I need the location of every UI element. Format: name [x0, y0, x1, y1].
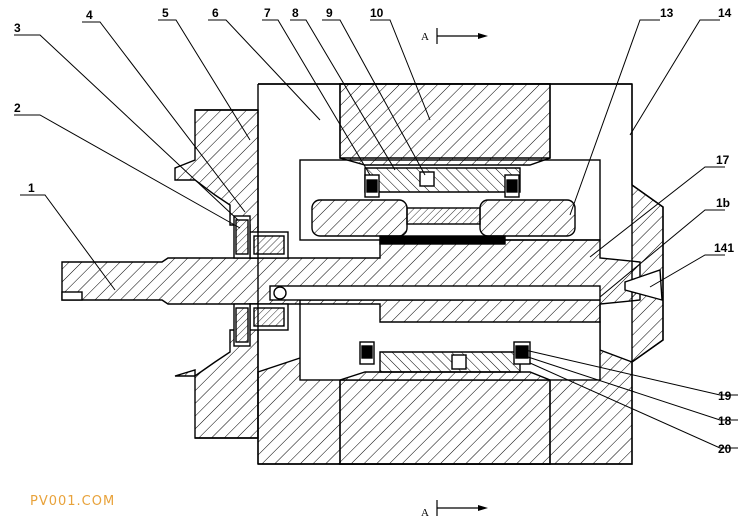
callout-14: 14 [718, 6, 732, 20]
ring-gear-lower [339, 371, 551, 465]
section-label-top: A [421, 31, 429, 43]
section-marker-top: A [421, 28, 488, 44]
callout-1: 1 [28, 181, 35, 195]
callout-20: 20 [718, 442, 732, 456]
watermark-text: PV001.COM [30, 494, 115, 509]
callout-2: 2 [14, 101, 21, 115]
callout-6: 6 [212, 6, 219, 20]
gear-upper-left [311, 199, 408, 237]
callout-3: 3 [14, 21, 21, 35]
callout-10: 10 [370, 6, 384, 20]
drive-shaft [61, 239, 641, 323]
callout-7: 7 [264, 6, 271, 20]
section-label-bottom: A [421, 507, 429, 519]
callout-19: 19 [718, 389, 732, 403]
callout-4: 4 [86, 8, 93, 22]
leader-lines [14, 19, 738, 449]
callout-141: 141 [714, 241, 734, 255]
gear-upper-right [479, 199, 576, 237]
callout-13: 13 [660, 6, 674, 20]
callout-labels: 1 2 3 4 5 6 7 8 9 10 13 14 17 1b 141 19 … [14, 6, 734, 456]
callout-5: 5 [162, 6, 169, 20]
section-marker-bottom: A [421, 500, 488, 519]
callout-17: 17 [716, 153, 730, 167]
callout-18: 18 [718, 414, 732, 428]
ring-gear-upper [339, 83, 551, 166]
callout-9: 9 [326, 6, 333, 20]
callout-1b: 1b [716, 196, 730, 210]
callout-8: 8 [292, 6, 299, 20]
